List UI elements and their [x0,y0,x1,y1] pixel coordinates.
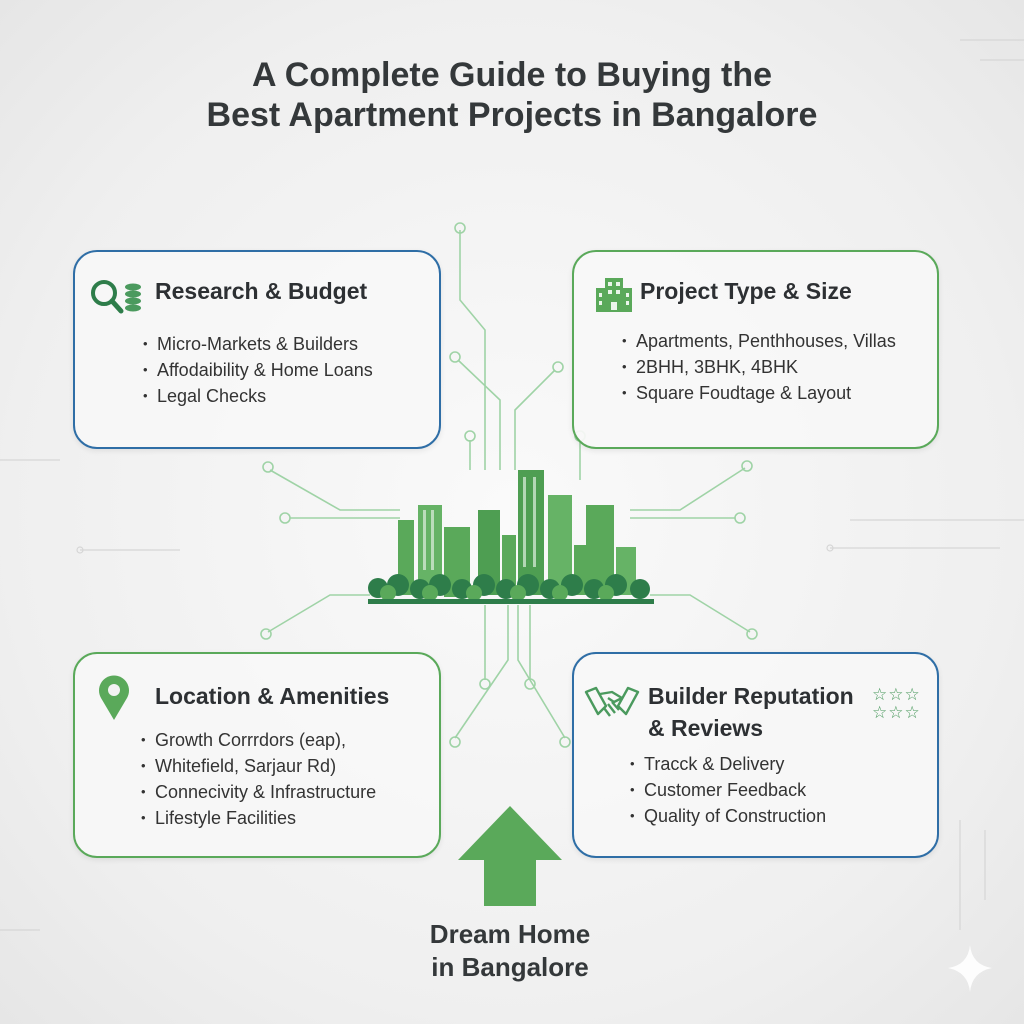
card-location-amenities: Location & Amenities Growth Corrrdors (e… [73,652,441,858]
up-arrow-icon [458,806,562,906]
list-item: Affodaibility & Home Loans [143,357,373,383]
building-icon [596,278,632,312]
map-pin-icon [99,675,129,720]
bullet-list: Apartments, Penthhouses, Villas 2BHH, 3B… [622,328,896,406]
sparkle-icon [948,945,992,992]
list-item: Apartments, Penthhouses, Villas [622,328,896,354]
list-item: Lifestyle Facilities [141,805,376,831]
list-item: Growth Corrrdors (eap), [141,727,376,753]
bullet-list: Tracck & Delivery Customer Feedback Qual… [630,751,826,829]
list-item: Square Foudtage & Layout [622,380,896,406]
card-heading: Project Type & Size [640,278,852,304]
bullet-list: Micro-Markets & Builders Affodaibility &… [143,331,373,409]
magnifier-coins-icon [91,280,141,314]
list-item: Connecivity & Infrastructure [141,779,376,805]
list-item: Micro-Markets & Builders [143,331,373,357]
list-item: Tracck & Delivery [630,751,826,777]
city-skyline-illustration [368,470,654,604]
card-builder-reputation: Builder Reputation & Reviews ☆☆☆☆☆☆ Trac… [572,652,939,858]
card-heading: Builder Reputation & Reviews [648,683,854,741]
list-item: Whitefield, Sarjaur Rd) [141,753,376,779]
list-item: 2BHH, 3BHK, 4BHK [622,354,896,380]
dream-home-label: Dream Home in Bangalore [429,919,591,982]
list-item: Legal Checks [143,383,373,409]
list-item: Customer Feedback [630,777,826,803]
card-project-type-size: Project Type & Size Apartments, Penthhou… [572,250,939,449]
card-research-budget: Research & Budget Micro-Markets & Builde… [73,250,441,449]
handshake-icon [584,686,640,717]
card-heading: Research & Budget [155,278,368,304]
page-title: A Complete Guide to Buying the Best Apar… [206,56,818,134]
card-heading: Location & Amenities [155,683,390,709]
rating-stars-icon: ☆☆☆☆☆☆ [872,685,921,722]
list-item: Quality of Construction [630,803,826,829]
bullet-list: Growth Corrrdors (eap), Whitefield, Sarj… [141,727,376,831]
